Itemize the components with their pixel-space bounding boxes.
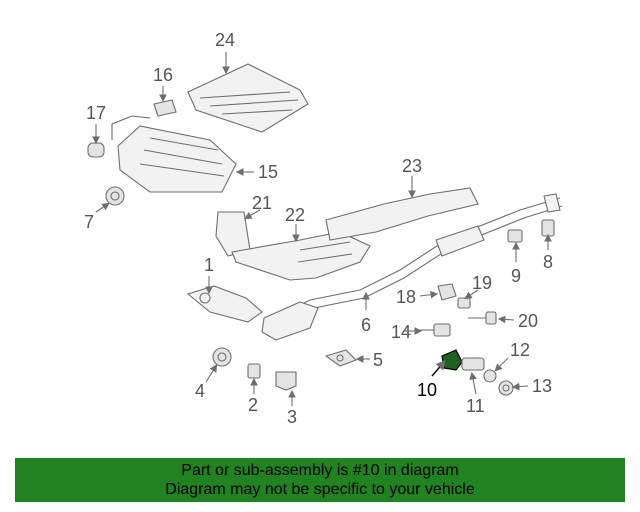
sleeve-part-11 xyxy=(461,357,485,371)
flex-pipe-part xyxy=(261,301,319,341)
callout-12: 12 xyxy=(510,340,530,360)
nut-part-13 xyxy=(498,380,514,396)
callout-24: 24 xyxy=(215,30,235,50)
callout-9: 9 xyxy=(511,266,521,286)
hanger-part-16 xyxy=(153,99,177,117)
callout-20: 20 xyxy=(518,311,538,331)
leader-lines xyxy=(92,52,552,406)
washer-part-12 xyxy=(483,369,497,383)
bolt-part-9 xyxy=(507,229,523,243)
callout-22: 22 xyxy=(285,205,305,225)
callout-19: 19 xyxy=(472,273,492,293)
callout-11: 11 xyxy=(466,396,485,416)
callout-14: 14 xyxy=(391,322,411,342)
converter-part-22 xyxy=(231,231,371,281)
callout-8: 8 xyxy=(543,252,553,272)
callout-5: 5 xyxy=(373,350,383,370)
stud-part-8 xyxy=(541,219,555,237)
spacer-part-19 xyxy=(457,297,471,309)
center-pipe-part-23 xyxy=(325,187,479,241)
heat-shield-part xyxy=(187,63,309,133)
gasket-part-5 xyxy=(324,349,357,367)
callout-15: 15 xyxy=(258,162,278,182)
callout-17: 17 xyxy=(86,103,106,123)
hanger-part-18 xyxy=(437,283,457,301)
stud-part-2 xyxy=(247,363,261,379)
callout-7: 7 xyxy=(84,212,94,232)
callout-21: 21 xyxy=(252,193,272,213)
callout-labels: 24 16 17 15 7 21 22 23 1 6 9 8 18 19 20 … xyxy=(84,30,553,427)
seal-ring-part-4 xyxy=(212,347,232,367)
bolt-part-14 xyxy=(420,323,451,337)
callout-13: 13 xyxy=(532,376,552,396)
callout-2: 2 xyxy=(248,395,258,415)
insulator-part-7 xyxy=(105,186,125,206)
callout-18: 18 xyxy=(396,287,416,307)
callout-16: 16 xyxy=(153,65,173,85)
insulator-part-17 xyxy=(87,142,105,158)
callout-6: 6 xyxy=(361,315,371,335)
callout-23: 23 xyxy=(402,156,422,176)
callout-10: 10 xyxy=(417,380,437,400)
bolt-part-3 xyxy=(275,371,297,391)
callout-4: 4 xyxy=(195,381,205,401)
info-banner: Part or sub-assembly is #10 in diagram D… xyxy=(15,458,625,502)
manifold-part-1 xyxy=(186,285,263,323)
exhaust-pipe-part-6 xyxy=(265,193,563,331)
callout-3: 3 xyxy=(287,407,297,427)
banner-line-1: Part or sub-assembly is #10 in diagram xyxy=(181,462,459,479)
exhaust-parts-diagram: 24 16 17 15 7 21 22 23 1 6 9 8 18 19 20 … xyxy=(84,30,563,427)
banner-line-2: Diagram may not be specific to your vehi… xyxy=(165,481,475,498)
bolt-part-20 xyxy=(468,311,497,325)
callout-1: 1 xyxy=(204,255,214,275)
highlighted-part-10[interactable] xyxy=(441,349,463,371)
muffler-part-15 xyxy=(111,115,237,193)
